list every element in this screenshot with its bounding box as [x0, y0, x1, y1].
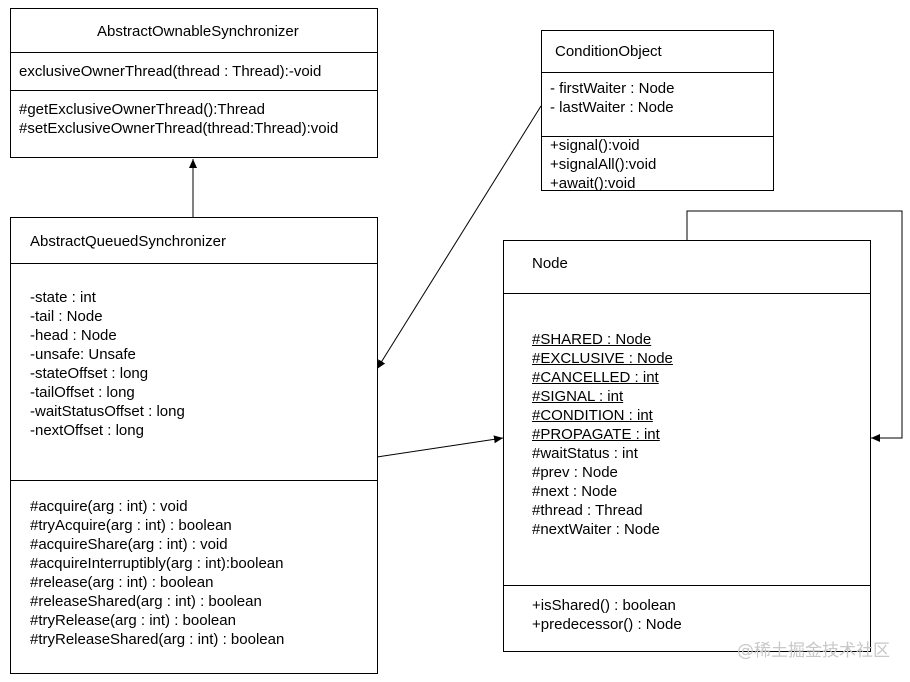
condition-method: +signalAll():void [550, 156, 657, 173]
node-class-box[interactable]: Node #SHARED : Node #EXCLUSIVE : Node #C… [503, 240, 871, 652]
aqs-class-box[interactable]: AbstractQueuedSynchronizer -state : int … [10, 217, 378, 674]
aqs-attribute: -nextOffset : long [30, 422, 144, 439]
node-static-attribute: #SHARED : Node [532, 331, 652, 348]
node-static-attribute: #SIGNAL : int [532, 388, 624, 405]
aqs-attribute: -head : Node [30, 327, 117, 344]
node-attribute: #prev : Node [532, 464, 618, 481]
condition-class-box[interactable]: ConditionObject - firstWaiter : Node - l… [541, 30, 774, 192]
aqs-method: #tryAcquire(arg : int) : boolean [30, 517, 232, 534]
node-attribute: #nextWaiter : Node [532, 521, 660, 538]
condition-method: +signal():void [550, 137, 640, 154]
aqs-to-node-arrow [376, 435, 504, 458]
condition-attribute: - lastWaiter : Node [550, 99, 674, 116]
node-static-attribute: #EXCLUSIVE : Node [532, 350, 673, 367]
aos-attribute: exclusiveOwnerThread(thread : Thread):-v… [19, 63, 322, 80]
aqs-attributes: -state : int -tail : Node -head : Node -… [11, 263, 377, 480]
node-attributes: #SHARED : Node #EXCLUSIVE : Node #CANCEL… [504, 293, 870, 585]
aqs-method: #acquire(arg : int) : void [30, 498, 188, 515]
aqs-methods: #acquire(arg : int) : void #tryAcquire(a… [11, 480, 377, 673]
aos-methods: #getExclusiveOwnerThread():Thread #setEx… [11, 90, 377, 157]
aqs-method: #acquireInterruptibly(arg : int):boolean [30, 555, 284, 572]
condition-attribute: - firstWaiter : Node [550, 80, 675, 97]
aos-attributes: exclusiveOwnerThread(thread : Thread):-v… [11, 52, 377, 88]
aqs-method: #releaseShared(arg : int) : boolean [30, 593, 262, 610]
node-methods: +isShared() : boolean +predecessor() : N… [504, 585, 870, 651]
aos-method: #getExclusiveOwnerThread():Thread [19, 101, 265, 118]
aos-class-name: AbstractOwnableSynchronizer [97, 23, 299, 40]
aos-method: #setExclusiveOwnerThread(thread:Thread):… [19, 120, 339, 137]
condition-methods: +signal():void +signalAll():void +await(… [542, 136, 773, 192]
node-class-name: Node [532, 255, 568, 272]
condition-class-name: ConditionObject [555, 43, 662, 60]
aqs-class-name: AbstractQueuedSynchronizer [30, 233, 226, 250]
aqs-attribute: -unsafe: Unsafe [30, 346, 136, 363]
node-method: +predecessor() : Node [532, 616, 682, 633]
aqs-attribute: -waitStatusOffset : long [30, 403, 185, 420]
node-static-attribute: #PROPAGATE : int [532, 426, 660, 443]
aqs-method: #tryReleaseShared(arg : int) : boolean [30, 631, 285, 648]
aqs-attribute: -stateOffset : long [30, 365, 149, 382]
aos-class-box[interactable]: AbstractOwnableSynchronizer exclusiveOwn… [10, 8, 378, 158]
node-attribute: #thread : Thread [532, 502, 643, 519]
aqs-attribute: -state : int [30, 289, 96, 306]
aqs-method: #acquireShare(arg : int) : void [30, 536, 228, 553]
node-attribute: #waitStatus : int [532, 445, 638, 462]
aqs-attribute: -tailOffset : long [30, 384, 135, 401]
aqs-method: #release(arg : int) : boolean [30, 574, 214, 591]
node-method: +isShared() : boolean [532, 597, 676, 614]
node-static-attribute: #CONDITION : int [532, 407, 653, 424]
node-static-attribute: #CANCELLED : int [532, 369, 659, 386]
node-attribute: #next : Node [532, 483, 618, 500]
watermark: @稀土掘金技术社区 [737, 641, 890, 661]
condition-method: +await():void [550, 175, 636, 192]
aqs-method: #tryRelease(arg : int) : boolean [30, 612, 236, 629]
condition-attributes: - firstWaiter : Node - lastWaiter : Node [542, 72, 773, 136]
aqs-attribute: -tail : Node [30, 308, 103, 325]
